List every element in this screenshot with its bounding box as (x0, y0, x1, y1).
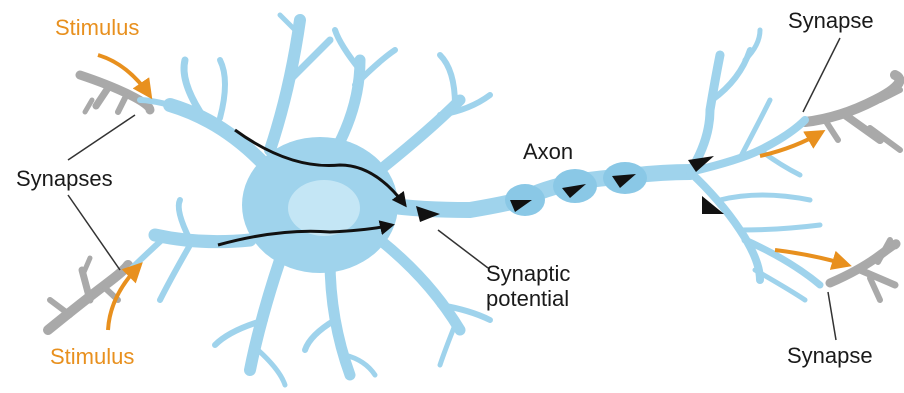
stimulus-label-top: Stimulus (55, 16, 139, 40)
axon-label: Axon (523, 140, 573, 164)
stimulus-label-bottom: Stimulus (50, 345, 134, 369)
postsynaptic-neuron-top-right (805, 75, 900, 150)
synaptic-potential-label-line2: potential (486, 287, 569, 311)
synapse-label-top: Synapse (788, 9, 874, 33)
leader-synaptic-potential (438, 230, 488, 268)
leader-synapse-top (803, 38, 840, 112)
neuron (130, 15, 820, 385)
stimulus-arrows (98, 55, 848, 330)
nucleus (288, 180, 360, 236)
synapse-label-bottom: Synapse (787, 344, 873, 368)
leader-synapses-bottom (68, 195, 120, 270)
leader-synapse-bottom (828, 292, 836, 340)
synapses-label: Synapses (16, 167, 113, 191)
postsynaptic-neuron-bottom-right (830, 240, 896, 300)
axon-terminals (690, 30, 820, 300)
leader-synapses-top (68, 115, 135, 160)
synaptic-potential-label-line1: Synaptic (486, 262, 570, 286)
